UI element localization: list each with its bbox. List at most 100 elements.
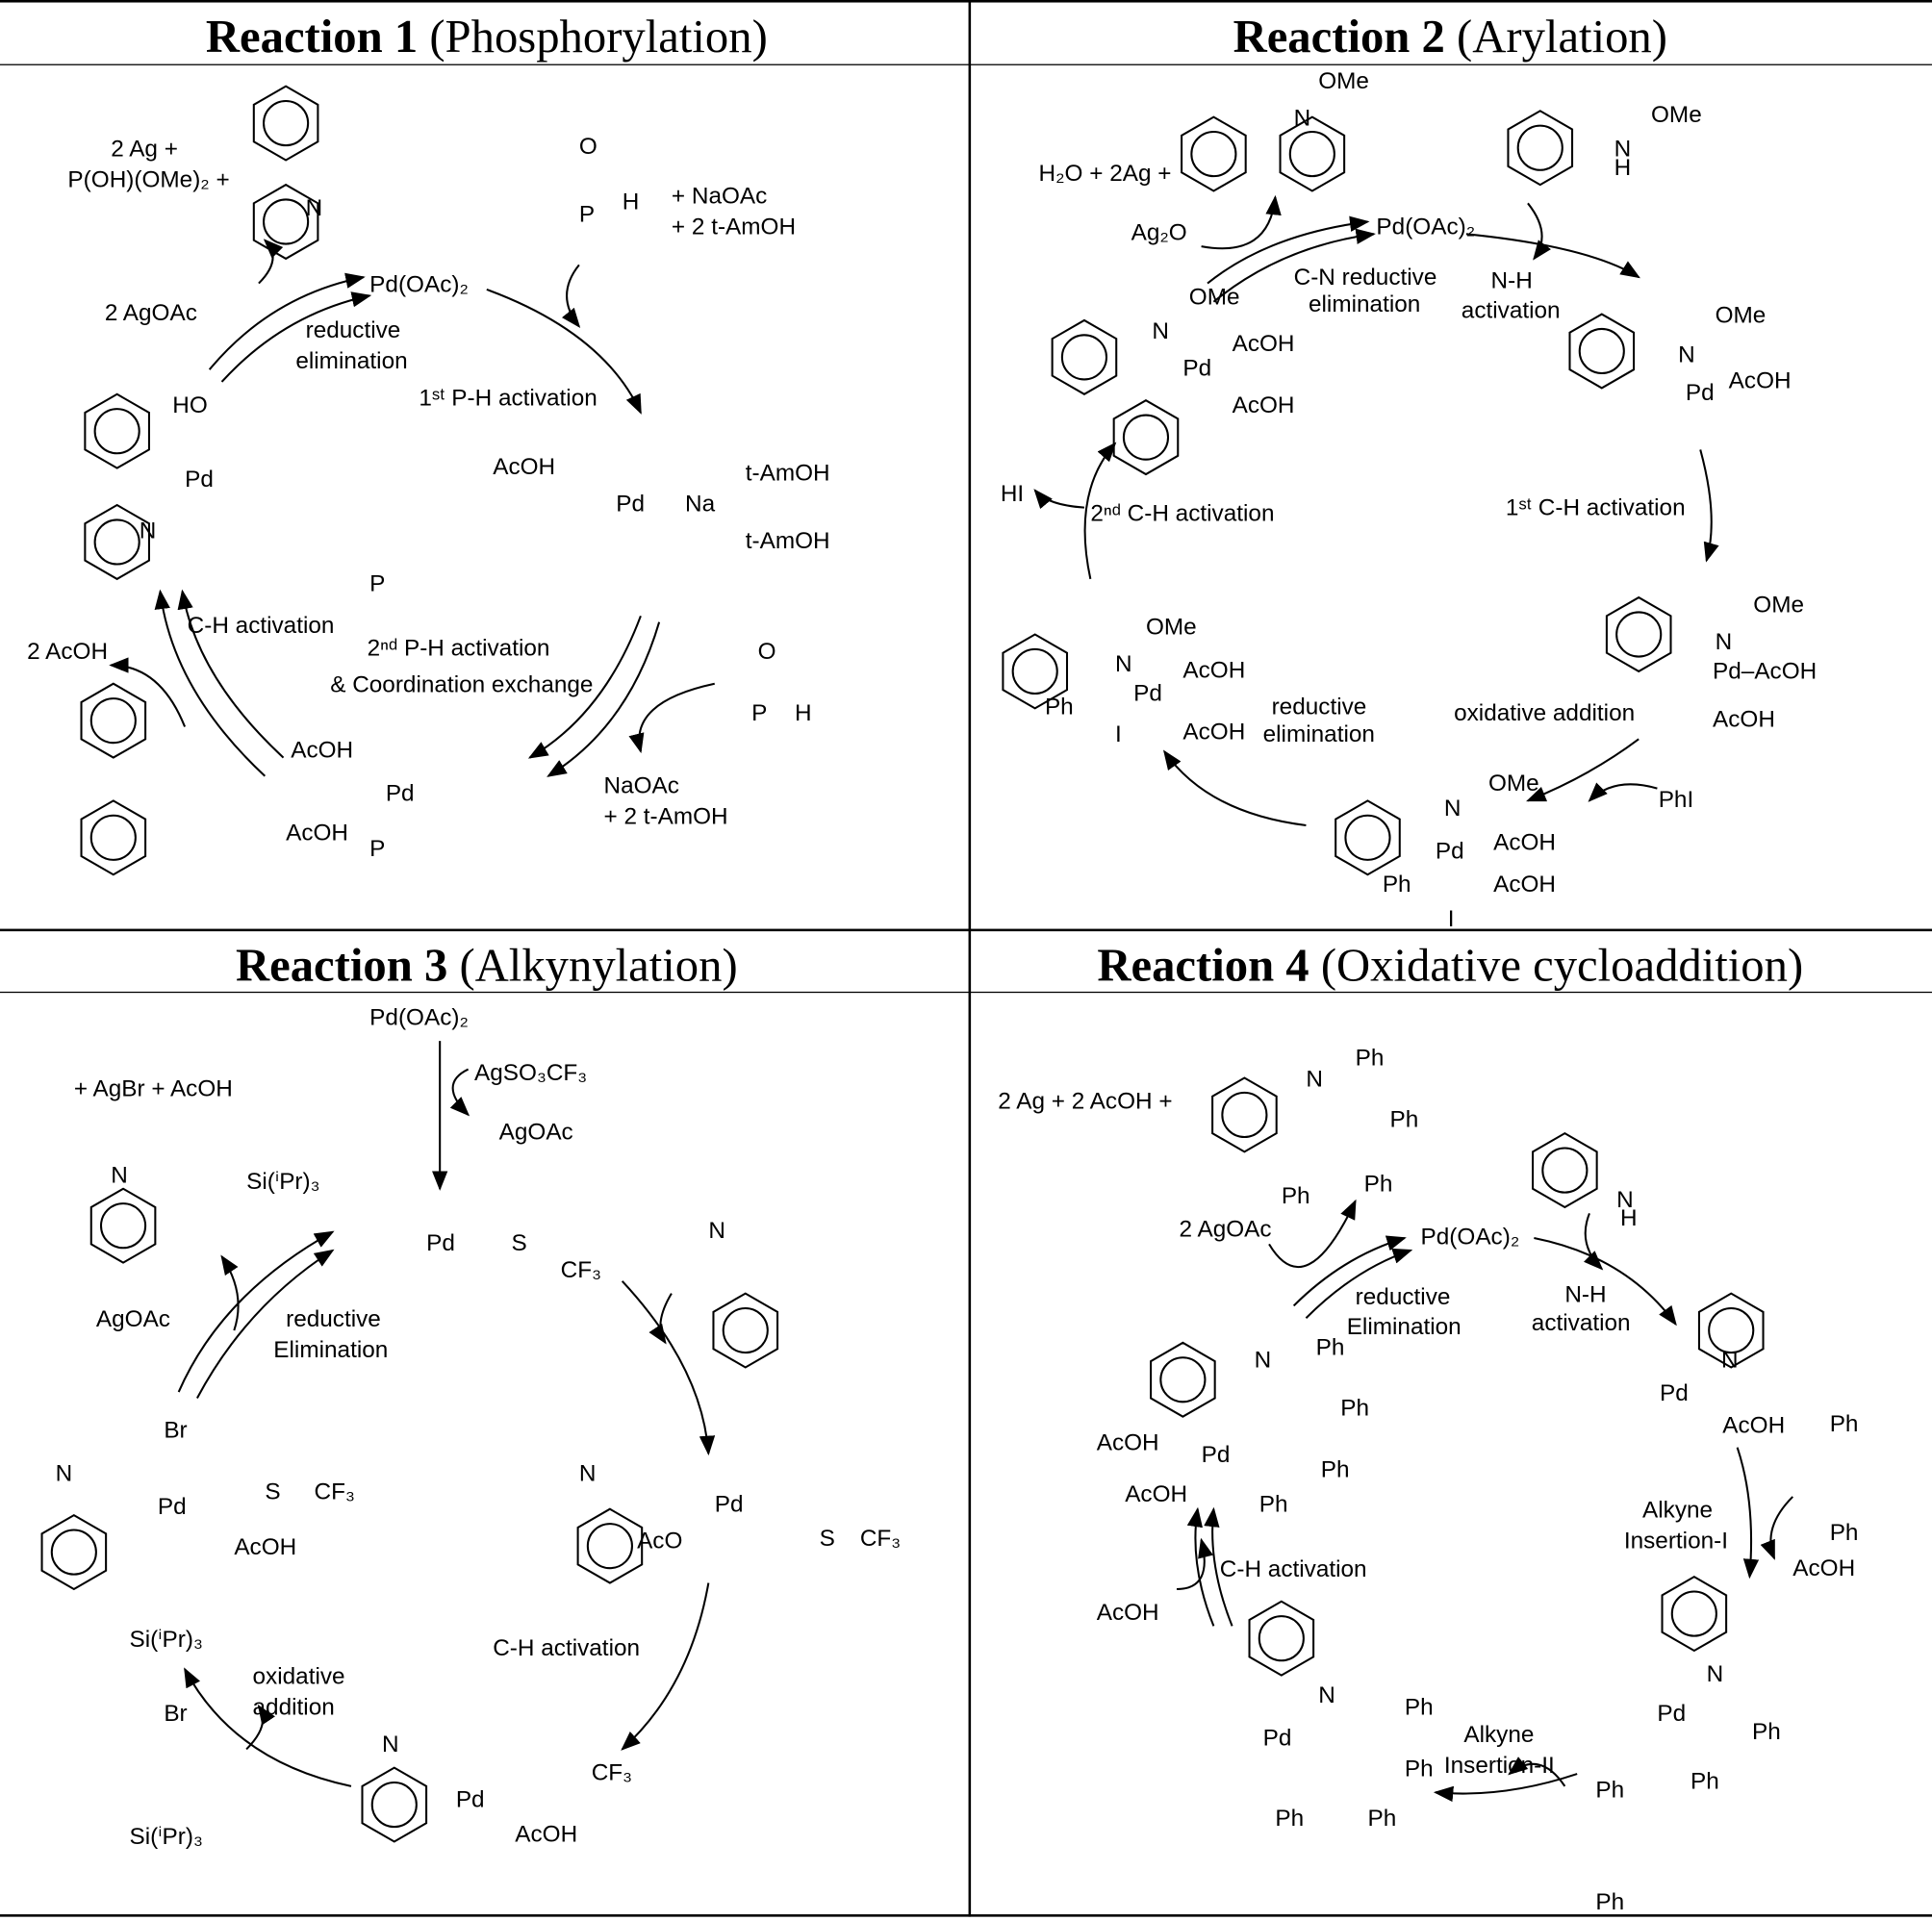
label-reaction-4: C-H activation [1219, 1556, 1367, 1583]
panel-title-reaction-4: Reaction 4 (Oxidative cycloaddition) [1097, 940, 1804, 992]
label-reaction-1: H [794, 700, 812, 727]
aromatic-circle [722, 1306, 769, 1354]
label-reaction-4: Ph [1281, 1183, 1310, 1210]
header-line-top [0, 63, 1932, 65]
side-arrow [1583, 1213, 1604, 1271]
label-reaction-1: reductive [305, 317, 401, 344]
side-arrow [1588, 782, 1658, 802]
label-reaction-3: CF₃ [314, 1479, 355, 1505]
cycle-arrow [195, 1249, 335, 1399]
label-reaction-3: Br [164, 1701, 188, 1728]
aromatic-circle [1159, 1356, 1207, 1403]
label-reaction-2: H₂O + 2Ag + [1038, 161, 1172, 188]
label-reaction-1: + NaOAc [671, 183, 768, 210]
label-reaction-4: Ph [1752, 1719, 1781, 1746]
label-reaction-4: Ph [1595, 1777, 1625, 1804]
aromatic-circle [93, 518, 140, 566]
aromatic-circle [1344, 814, 1391, 861]
side-arrow [245, 1704, 275, 1751]
label-reaction-2: Pd [1435, 839, 1464, 865]
bottom-border [0, 1914, 1932, 1917]
side-arrow [1033, 489, 1084, 510]
cycle-arrow [220, 291, 372, 383]
benzene-ring [1605, 595, 1672, 673]
label-reaction-1: 2 Ag + [111, 137, 178, 164]
side-arrow [1527, 202, 1551, 261]
cycle-arrow [486, 288, 642, 415]
label-reaction-2: OMe [1188, 284, 1240, 311]
aromatic-circle [1670, 1590, 1717, 1637]
label-reaction-2: N [1715, 629, 1733, 656]
label-reaction-3: oxidative [252, 1664, 345, 1690]
label-reaction-4: Ph [1275, 1806, 1305, 1833]
label-reaction-4: AcOH [1792, 1555, 1856, 1582]
label-reaction-3: Pd [714, 1491, 744, 1518]
aromatic-circle [370, 1782, 418, 1829]
top-border [0, 0, 1932, 3]
aromatic-circle [93, 408, 140, 455]
label-reaction-4: Ph [1389, 1107, 1419, 1134]
label-reaction-4: Ph [1355, 1046, 1385, 1073]
label-reaction-4: Ph [1258, 1491, 1288, 1518]
aromatic-circle [1288, 130, 1335, 178]
label-reaction-1: Na [685, 491, 716, 518]
label-reaction-4: Ph [1404, 1757, 1434, 1783]
label-reaction-1: Pd [385, 780, 415, 807]
benzene-ring [252, 85, 319, 162]
label-reaction-2: Pd(OAc)₂ [1376, 214, 1476, 240]
label-reaction-3: N [381, 1731, 399, 1758]
label-reaction-2: AcOH [1713, 707, 1775, 733]
label-reaction-1: t-AmOH [745, 528, 830, 555]
label-reaction-1: H [622, 190, 640, 216]
label-reaction-4: Ph [1340, 1395, 1370, 1422]
side-arrow [220, 1254, 240, 1331]
label-reaction-1: N [305, 195, 323, 222]
label-reaction-4: AcOH [1096, 1429, 1159, 1456]
aromatic-circle [1541, 1147, 1589, 1194]
benzene-ring [1279, 115, 1346, 192]
benzene-ring [1051, 318, 1118, 395]
label-reaction-2: OMe [1145, 615, 1197, 641]
label-reaction-3: N [578, 1460, 597, 1487]
label-reaction-3: Br [164, 1417, 188, 1444]
label-reaction-2: AcOH [1232, 392, 1295, 419]
label-reaction-1: P(OH)(OMe)₂ + [67, 167, 230, 194]
label-reaction-2: AcOH [1493, 830, 1556, 857]
label-reaction-4: Pd(OAc)₂ [1420, 1224, 1520, 1251]
horizontal-divider [0, 928, 1932, 932]
cycle-arrow [527, 615, 642, 759]
label-reaction-2: Pd [1133, 681, 1162, 708]
label-reaction-4: Ph [1367, 1806, 1397, 1833]
side-arrow [109, 657, 187, 727]
benzene-ring [89, 1187, 157, 1264]
label-reaction-2: OMe [1487, 771, 1539, 797]
label-reaction-3: N [708, 1218, 725, 1245]
label-reaction-4: Ph [1595, 1889, 1625, 1916]
aromatic-circle [1615, 611, 1663, 658]
cycle-arrow [1186, 1506, 1215, 1627]
label-reaction-1: Pd(OAc)₂ [369, 272, 469, 298]
cycle-arrow [621, 1582, 710, 1751]
label-reaction-1: P [751, 700, 768, 727]
aromatic-circle [50, 1529, 97, 1576]
label-reaction-2: elimination [1308, 291, 1421, 318]
aromatic-circle [1011, 647, 1058, 695]
label-reaction-3: C-H activation [493, 1635, 641, 1662]
side-arrow [1176, 1537, 1214, 1590]
cycle-arrow [1204, 1506, 1233, 1627]
cycle-arrow [1162, 749, 1307, 827]
label-reaction-2: C-N reductive [1293, 265, 1437, 291]
aromatic-circle [586, 1523, 633, 1570]
label-reaction-3: Pd [426, 1230, 455, 1257]
label-reaction-4: N [1254, 1347, 1272, 1374]
label-reaction-2: Pd [1685, 380, 1715, 407]
aromatic-circle [1122, 414, 1170, 461]
cycle-arrow [1699, 449, 1719, 563]
label-reaction-2: H [1614, 155, 1632, 182]
aromatic-circle [99, 1202, 147, 1250]
panel-title-reaction-3: Reaction 3 (Alkynylation) [235, 940, 738, 992]
label-reaction-2: 2ⁿᵈ C-H activation [1090, 501, 1275, 528]
label-reaction-1: O [757, 639, 776, 666]
label-reaction-4: H [1619, 1205, 1638, 1232]
